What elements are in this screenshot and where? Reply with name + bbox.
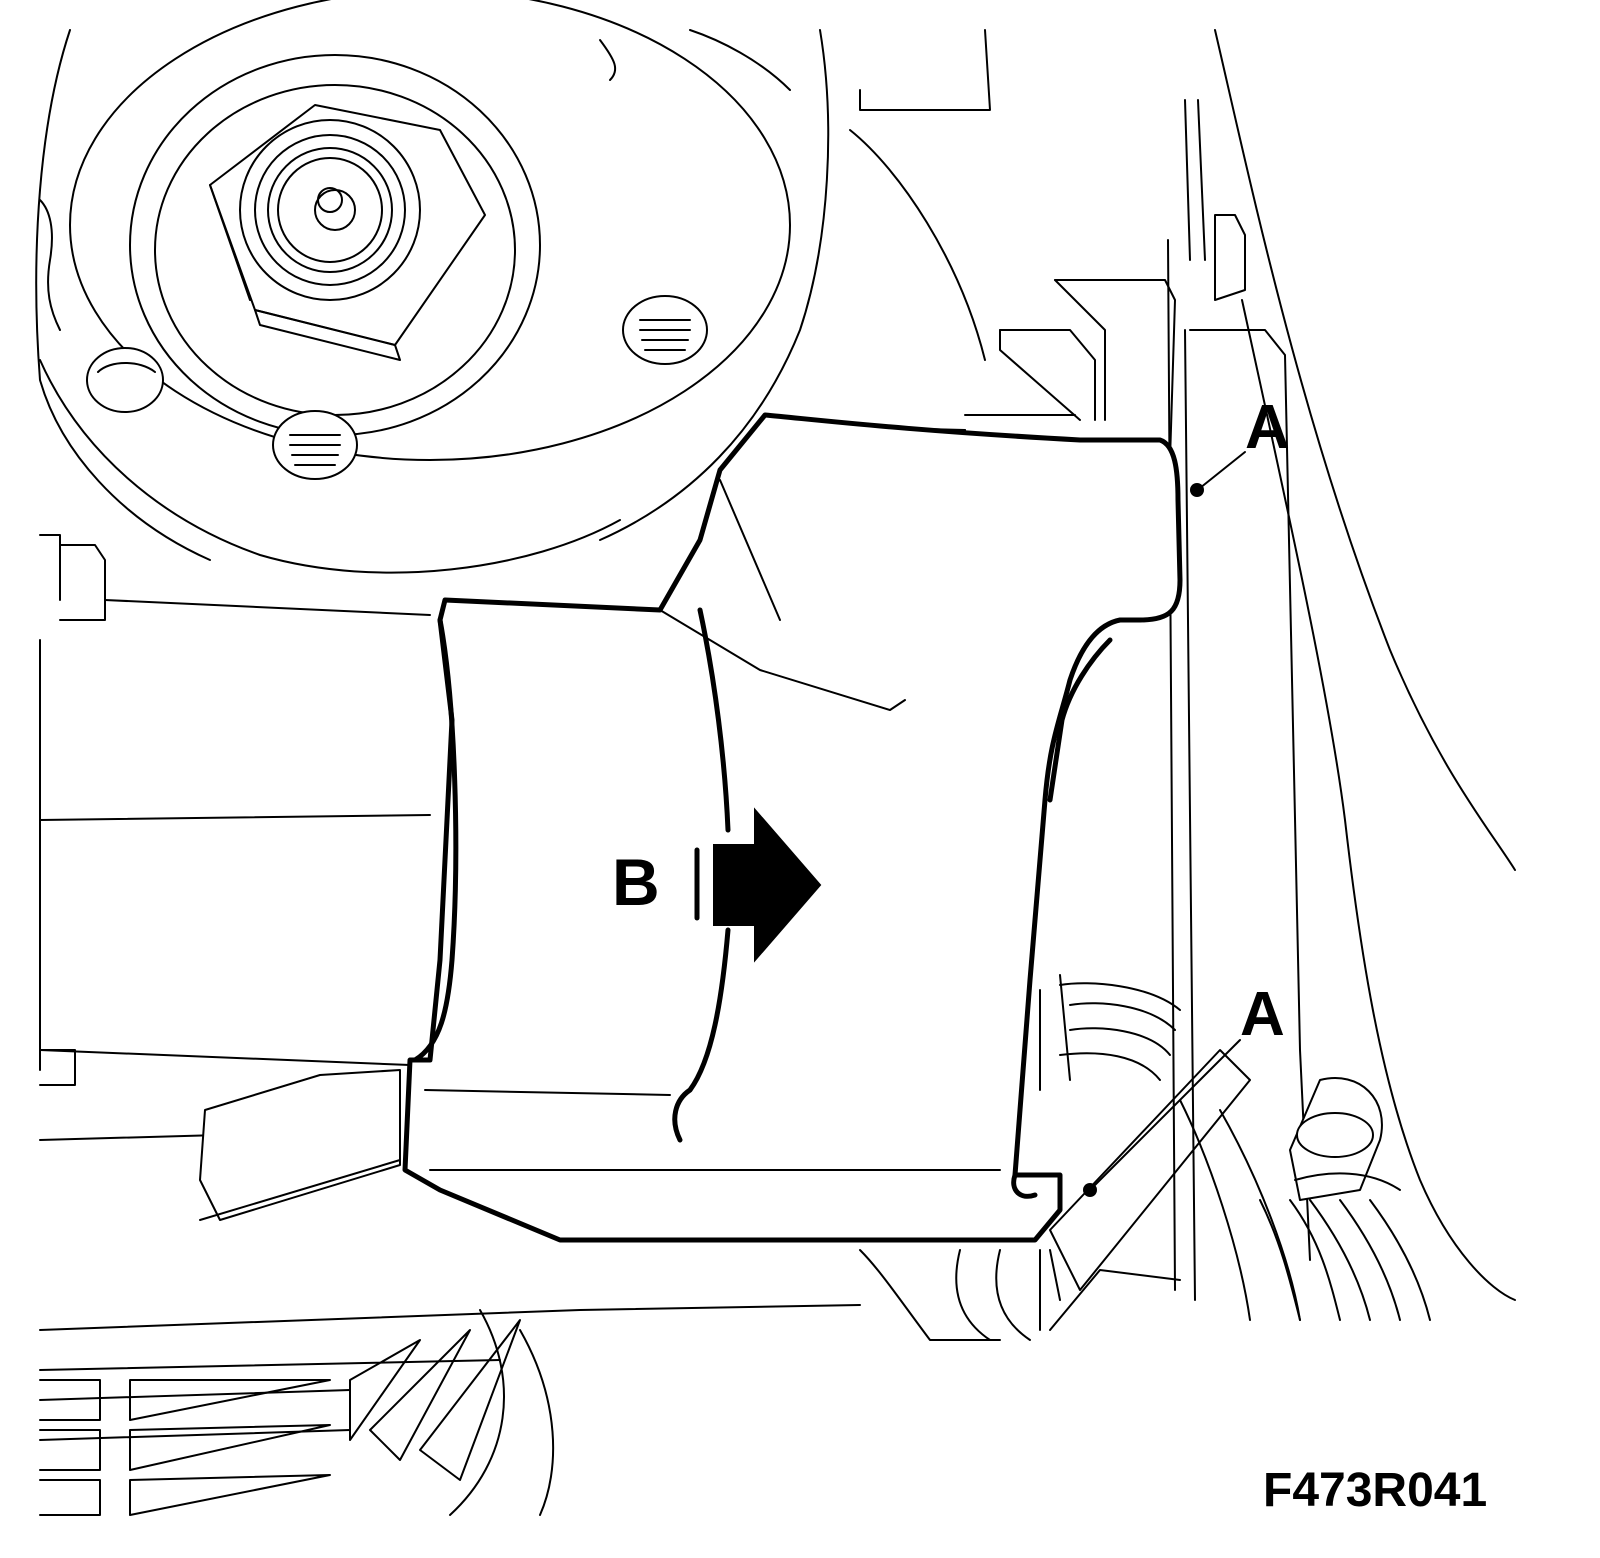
housing-background <box>39 29 1516 1516</box>
direction-arrow-b <box>694 807 822 963</box>
callout-label-b: B <box>612 845 660 919</box>
callout-dot-a-top <box>1190 483 1204 497</box>
special-tool-bracket <box>402 412 1183 1243</box>
bolt-hole-right <box>622 295 708 365</box>
callout-label-a-top: A <box>1245 393 1290 462</box>
figure-id: F473R041 <box>1263 1464 1487 1517</box>
callout-dot-a-bottom <box>1083 1183 1097 1197</box>
callout-leaders <box>1083 451 1246 1197</box>
flange-assembly <box>35 0 830 574</box>
bolt-hole-bottom <box>272 410 358 480</box>
callout-label-a-bottom: A <box>1240 980 1285 1049</box>
bolt-hole-left <box>86 347 164 413</box>
